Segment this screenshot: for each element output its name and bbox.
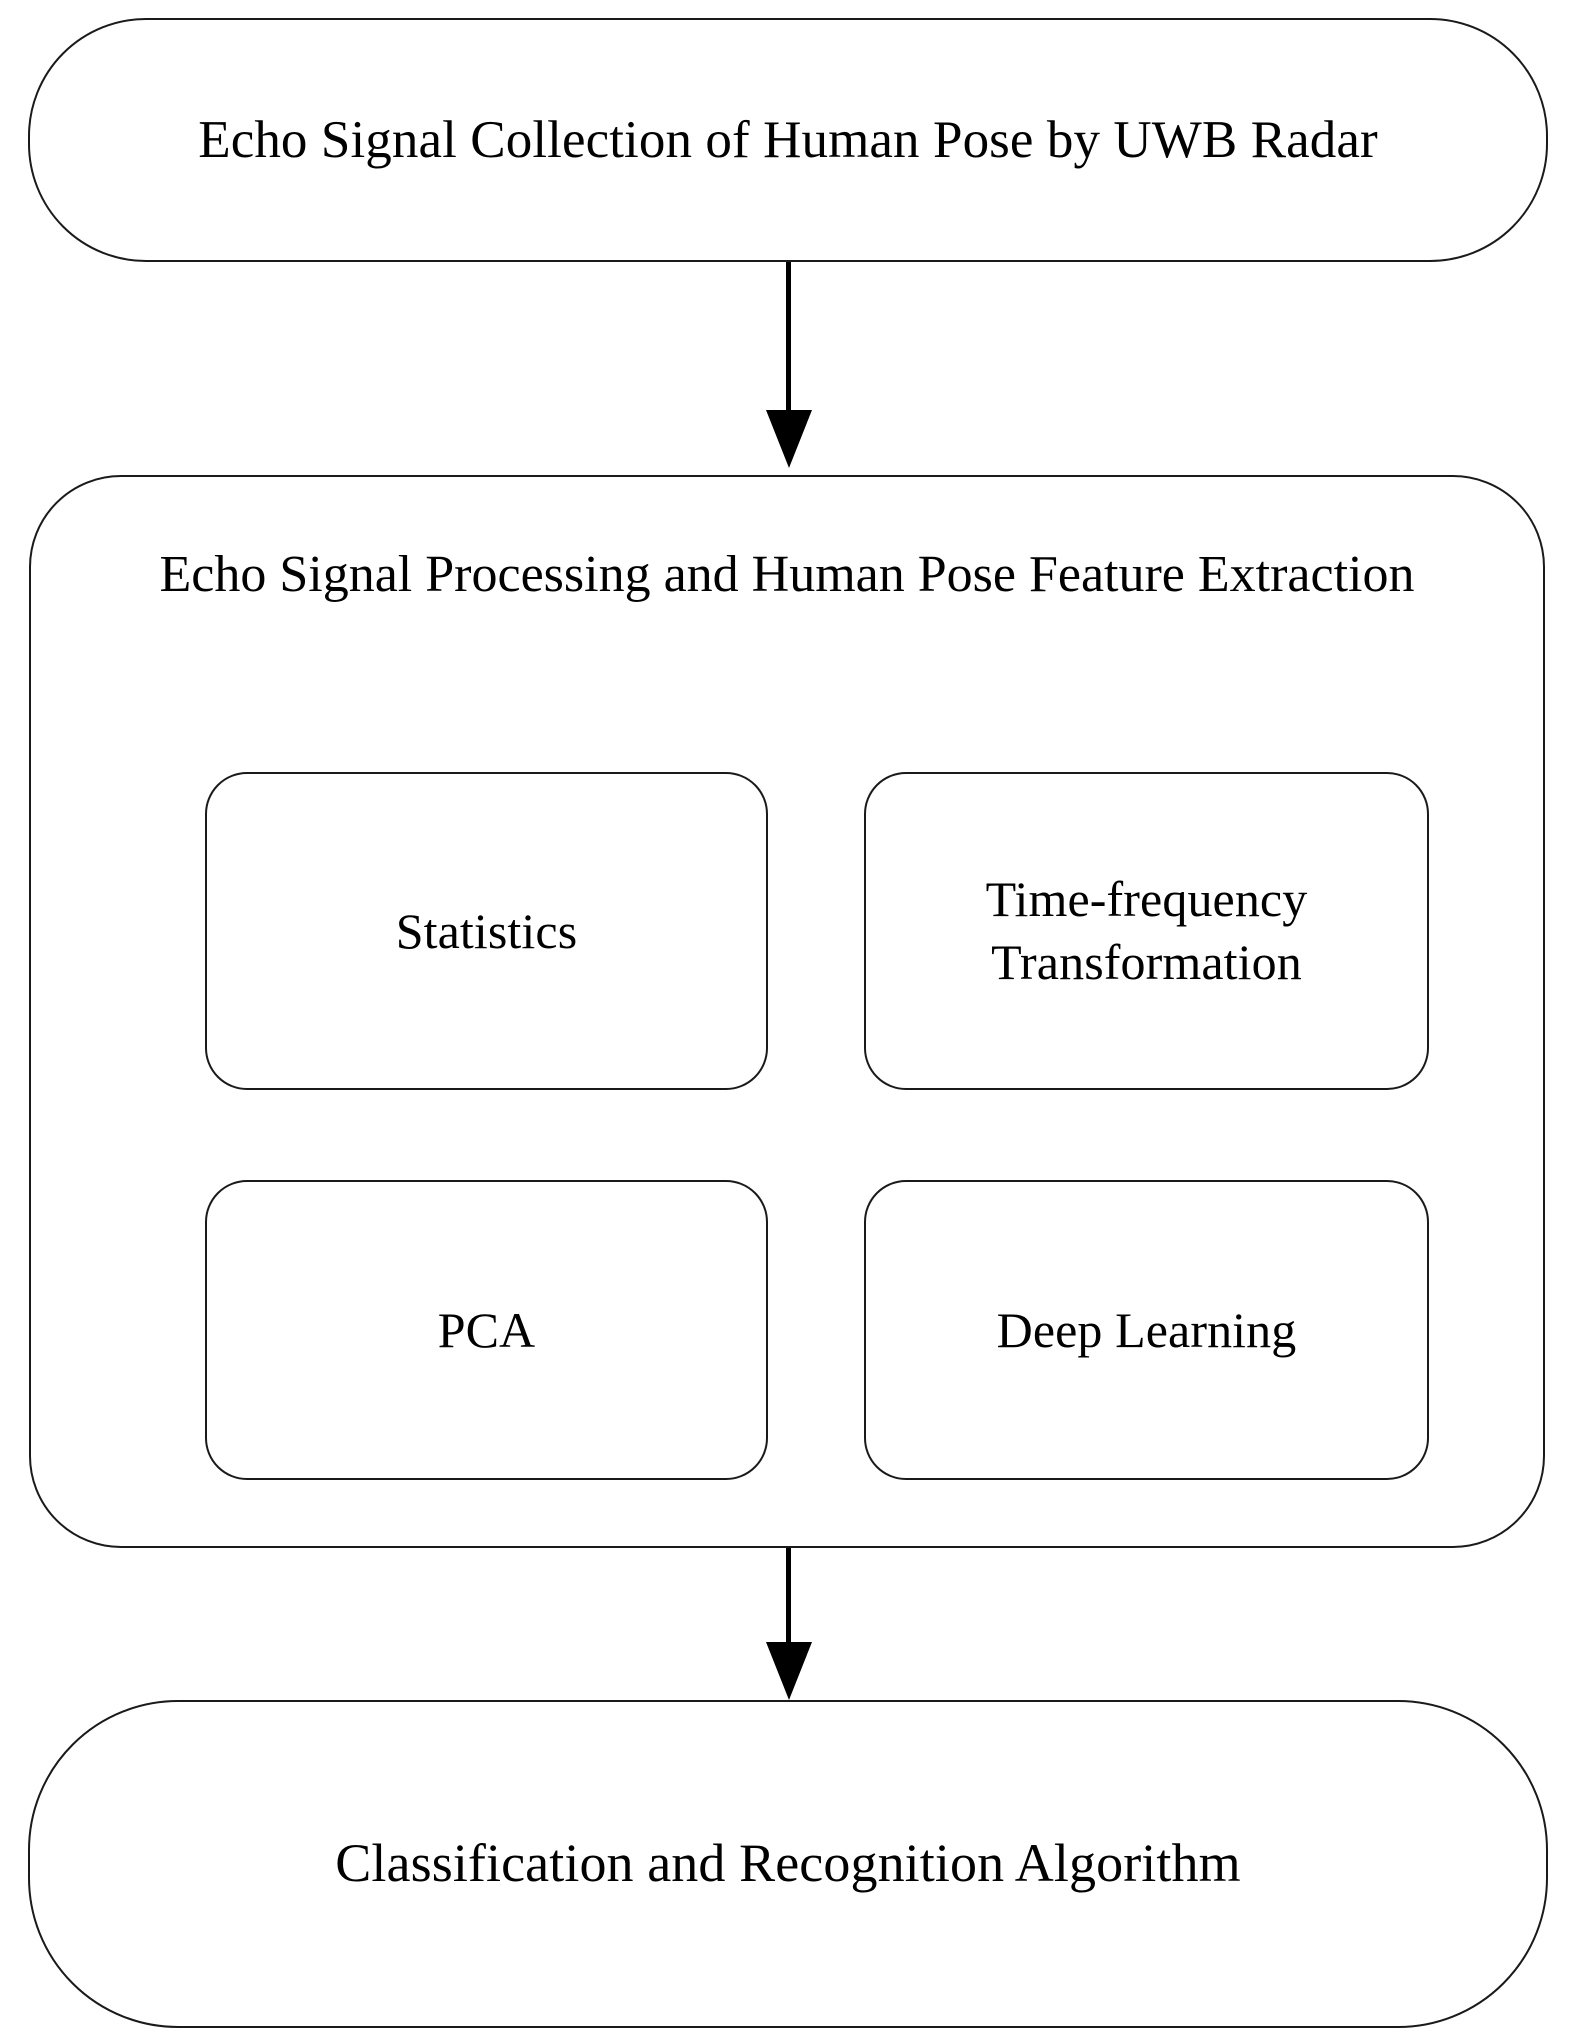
stage-echo-signal-processing: Echo Signal Processing and Human Pose Fe… xyxy=(29,475,1545,1548)
stage-classification-and-recognition: Classification and Recognition Algorithm xyxy=(28,1700,1548,2028)
arrow-shaft xyxy=(786,1548,791,1646)
method-pca-label: PCA xyxy=(437,1301,536,1358)
method-statistics-label: Statistics xyxy=(395,902,578,959)
method-box-time-frequency-transformation[interactable]: Time-frequency Transformation xyxy=(864,772,1429,1090)
arrow-collection-to-processing xyxy=(758,262,818,476)
stage-collection-label: Echo Signal Collection of Human Pose by … xyxy=(198,110,1378,169)
stage-processing-label: Echo Signal Processing and Human Pose Fe… xyxy=(159,546,1415,603)
arrow-shaft xyxy=(786,262,791,418)
arrow-head-down-icon xyxy=(766,1642,812,1700)
method-deeplearning-label: Deep Learning xyxy=(996,1301,1297,1358)
method-box-deep-learning[interactable]: Deep Learning xyxy=(864,1180,1429,1480)
method-timefreq-label: Time-frequency Transformation xyxy=(985,871,1308,990)
method-box-statistics[interactable]: Statistics xyxy=(205,772,768,1090)
method-box-pca[interactable]: PCA xyxy=(205,1180,768,1480)
stage-echo-signal-collection: Echo Signal Collection of Human Pose by … xyxy=(28,18,1548,262)
arrow-processing-to-classification xyxy=(758,1548,818,1702)
arrow-head-down-icon xyxy=(766,410,812,468)
stage-classification-label: Classification and Recognition Algorithm xyxy=(335,1833,1241,1894)
